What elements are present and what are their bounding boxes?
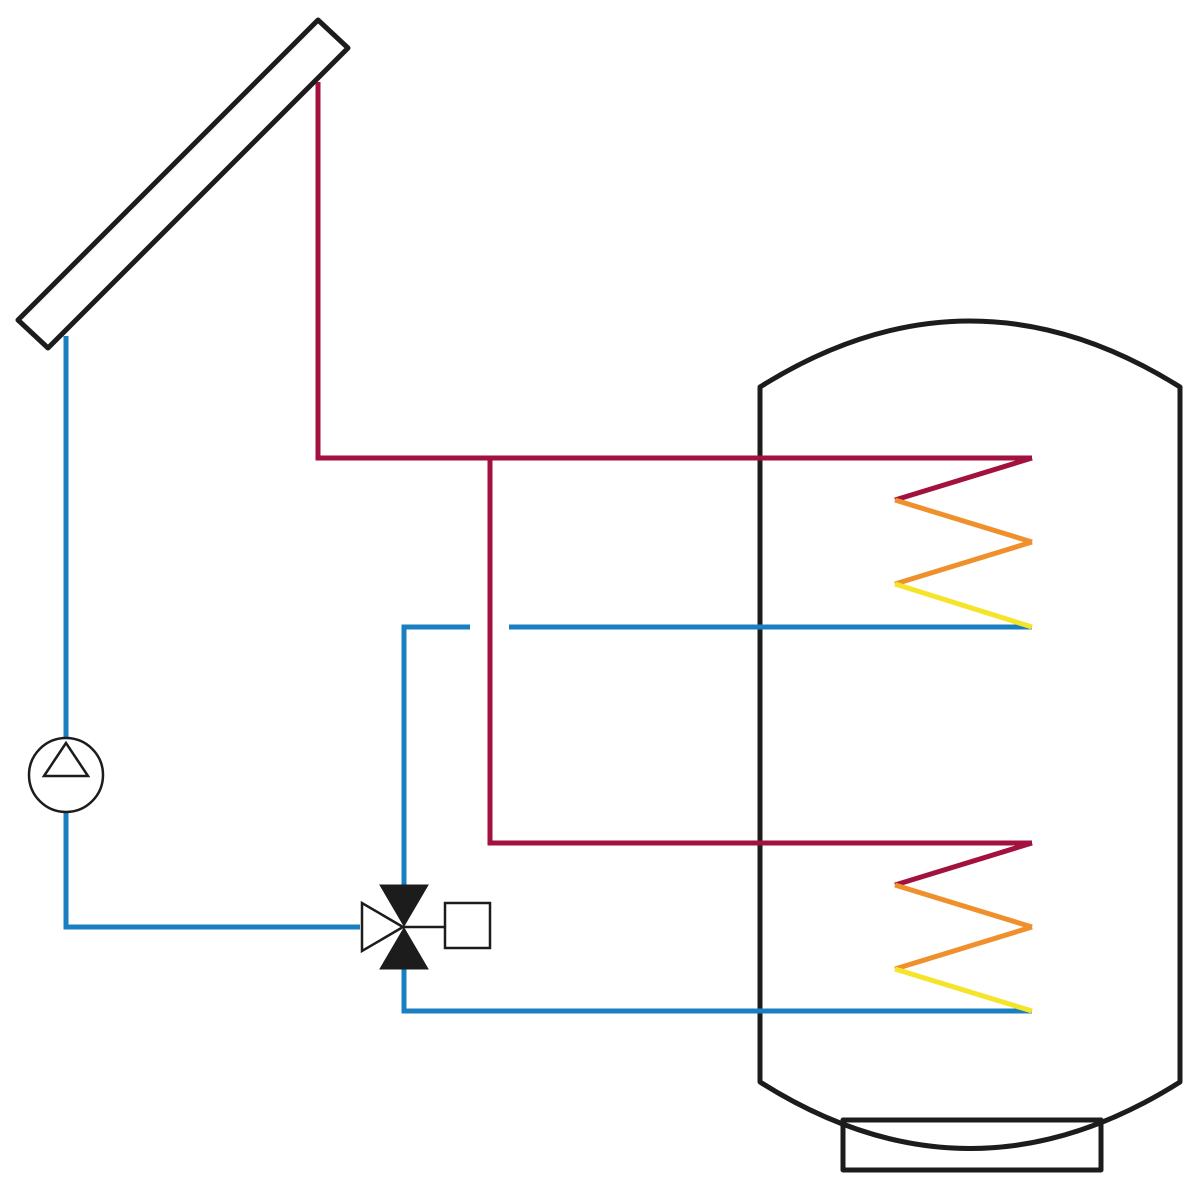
lower-heat-exchanger [894, 840, 1033, 1014]
coil-segment [894, 882, 1033, 930]
coil-segment [894, 497, 1033, 545]
valve-top-triangle [379, 884, 429, 927]
pump-body [27, 736, 105, 814]
actuator-icon [443, 901, 492, 950]
lower-coil-return-pipe [401, 968, 1032, 1014]
pump-direction-triangle [41, 740, 91, 778]
storage-tank [757, 318, 1183, 1173]
valve-inlet-triangle [360, 900, 406, 954]
tank-base [840, 1117, 1104, 1173]
solar-panel-icon [15, 17, 351, 351]
valve-to-upper-coil-pipe-a [401, 624, 470, 887]
pump-to-valve-pipe [63, 812, 360, 930]
pump-icon [27, 736, 105, 814]
valve-bottom-triangle [379, 927, 429, 970]
return-pipes [63, 336, 1032, 1014]
coil-segment [894, 840, 1033, 888]
coil-segment [894, 455, 1033, 503]
coil-segment [894, 966, 1033, 1014]
coil-segment [894, 924, 1033, 972]
coil-segment [894, 581, 1033, 630]
lower-coil-supply-pipe [487, 458, 1032, 846]
collector-supply-pipe [315, 82, 1032, 461]
three-way-valve-icon [360, 884, 492, 970]
upper-heat-exchanger [894, 455, 1033, 630]
solar-collector [15, 17, 351, 351]
tank-body [757, 318, 1183, 1151]
supply-pipes [315, 82, 1032, 846]
coil-segment [894, 539, 1033, 587]
